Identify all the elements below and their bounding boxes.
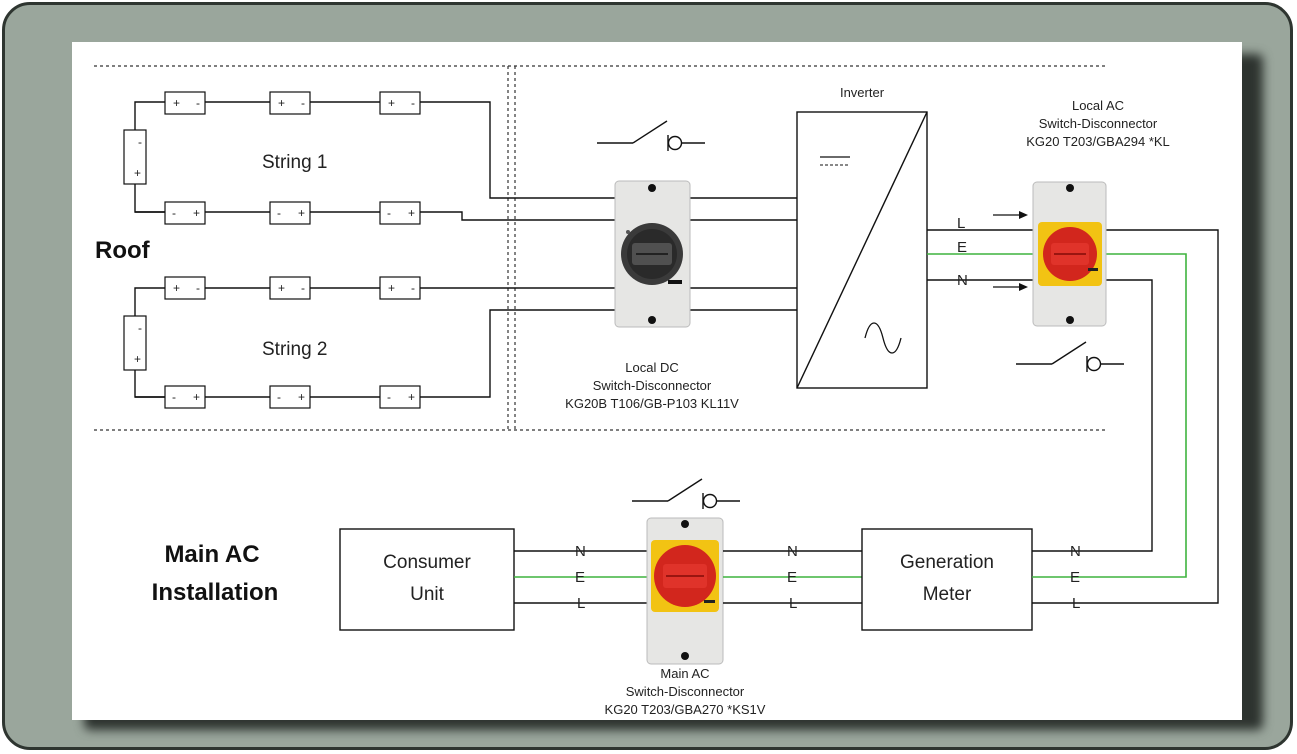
- pv-module: [164, 201, 206, 225]
- inverter-ac-output: L E N: [927, 211, 1033, 291]
- main-ac-switch-symbol: [631, 478, 741, 510]
- main-ac-install-label-2: Installation: [152, 579, 279, 606]
- module-minus: -: [196, 281, 200, 295]
- local-dc-label-2: Switch-Disconnector: [593, 378, 712, 393]
- local-ac-label-1: Local AC: [1072, 98, 1124, 113]
- main-ac-switch: [631, 478, 741, 665]
- roof-label: Roof: [95, 237, 151, 264]
- local-ac-switch-symbol: [1015, 341, 1125, 373]
- mid-n-label: N: [787, 543, 798, 560]
- main-ac-switch-label-2: Switch-Disconnector: [626, 684, 745, 699]
- roof-boundary: [94, 65, 1106, 431]
- string-2-end-minus: -: [138, 321, 142, 335]
- module-plus: +: [173, 281, 180, 295]
- module-minus: -: [301, 96, 305, 110]
- module-minus: -: [172, 206, 176, 220]
- module-minus: -: [172, 390, 176, 404]
- module-minus: -: [301, 281, 305, 295]
- meter-e-label: E: [1070, 569, 1080, 586]
- local-dc-label-1: Local DC: [625, 360, 678, 375]
- module-minus: -: [411, 281, 415, 295]
- generation-meter-label-1: Generation: [900, 552, 994, 573]
- string-2: - + + - + - + - - + - + - + String 2: [123, 276, 615, 409]
- meter-n-label: N: [1070, 543, 1081, 560]
- mid-e-label: E: [787, 569, 797, 586]
- local-ac-label-2: Switch-Disconnector: [1039, 116, 1158, 131]
- main-ac-switch-label-1: Main AC: [660, 666, 709, 681]
- module-minus: -: [411, 96, 415, 110]
- main-ac-switch-label-3: KG20 T203/GBA270 *KS1V: [605, 702, 766, 717]
- module-minus: -: [196, 96, 200, 110]
- inverter-label: Inverter: [840, 85, 885, 100]
- consumer-unit-label-1: Consumer: [383, 552, 471, 573]
- module-plus: +: [408, 390, 415, 404]
- module-minus: -: [277, 206, 281, 220]
- cu-n-label: N: [575, 543, 586, 560]
- generation-meter-label-2: Meter: [923, 584, 972, 605]
- consumer-unit: Consumer Unit: [339, 528, 515, 631]
- module-minus: -: [277, 390, 281, 404]
- module-plus: +: [193, 206, 200, 220]
- string-1-label: String 1: [262, 152, 327, 173]
- string-1: - + + - + - + - - + - + - + String 1: [123, 91, 615, 225]
- inverter-l-label: L: [957, 215, 965, 232]
- pv-module: [269, 91, 311, 115]
- cu-l-label: L: [577, 595, 585, 612]
- consumer-unit-label-2: Unit: [410, 584, 445, 605]
- generation-meter: Generation Meter: [861, 528, 1033, 631]
- inverter-n-label: N: [957, 272, 968, 289]
- string-1-end-minus: -: [138, 135, 142, 149]
- inverter: Inverter: [796, 85, 928, 389]
- string-1-end-plus: +: [134, 166, 141, 180]
- main-ac-install-label-1: Main AC: [164, 541, 259, 568]
- pv-module: [379, 91, 421, 115]
- module-plus: +: [388, 281, 395, 295]
- pv-module: [379, 201, 421, 225]
- module-plus: +: [278, 281, 285, 295]
- pv-module: [269, 201, 311, 225]
- local-ac-label-3: KG20 T203/GBA294 *KL: [1026, 134, 1170, 149]
- meter-l-label: L: [1072, 595, 1080, 612]
- pv-module: [164, 91, 206, 115]
- local-dc-switch: [596, 120, 797, 328]
- module-plus: +: [408, 206, 415, 220]
- module-plus: +: [193, 390, 200, 404]
- string-2-end-plus: +: [134, 352, 141, 366]
- local-dc-label-3: KG20B T106/GB-P103 KL11V: [565, 396, 739, 411]
- dc-switch-symbol: [596, 120, 706, 152]
- module-plus: +: [388, 96, 395, 110]
- module-minus: -: [387, 206, 391, 220]
- mid-l-label: L: [789, 595, 797, 612]
- module-plus: +: [278, 96, 285, 110]
- cu-e-label: E: [575, 569, 585, 586]
- module-plus: +: [298, 390, 305, 404]
- module-plus: +: [173, 96, 180, 110]
- inverter-e-label: E: [957, 239, 967, 256]
- string-2-label: String 2: [262, 339, 327, 360]
- ac-sine-icon: [864, 322, 902, 354]
- local-ac-switch: [1015, 181, 1219, 604]
- module-minus: -: [387, 390, 391, 404]
- module-plus: +: [298, 206, 305, 220]
